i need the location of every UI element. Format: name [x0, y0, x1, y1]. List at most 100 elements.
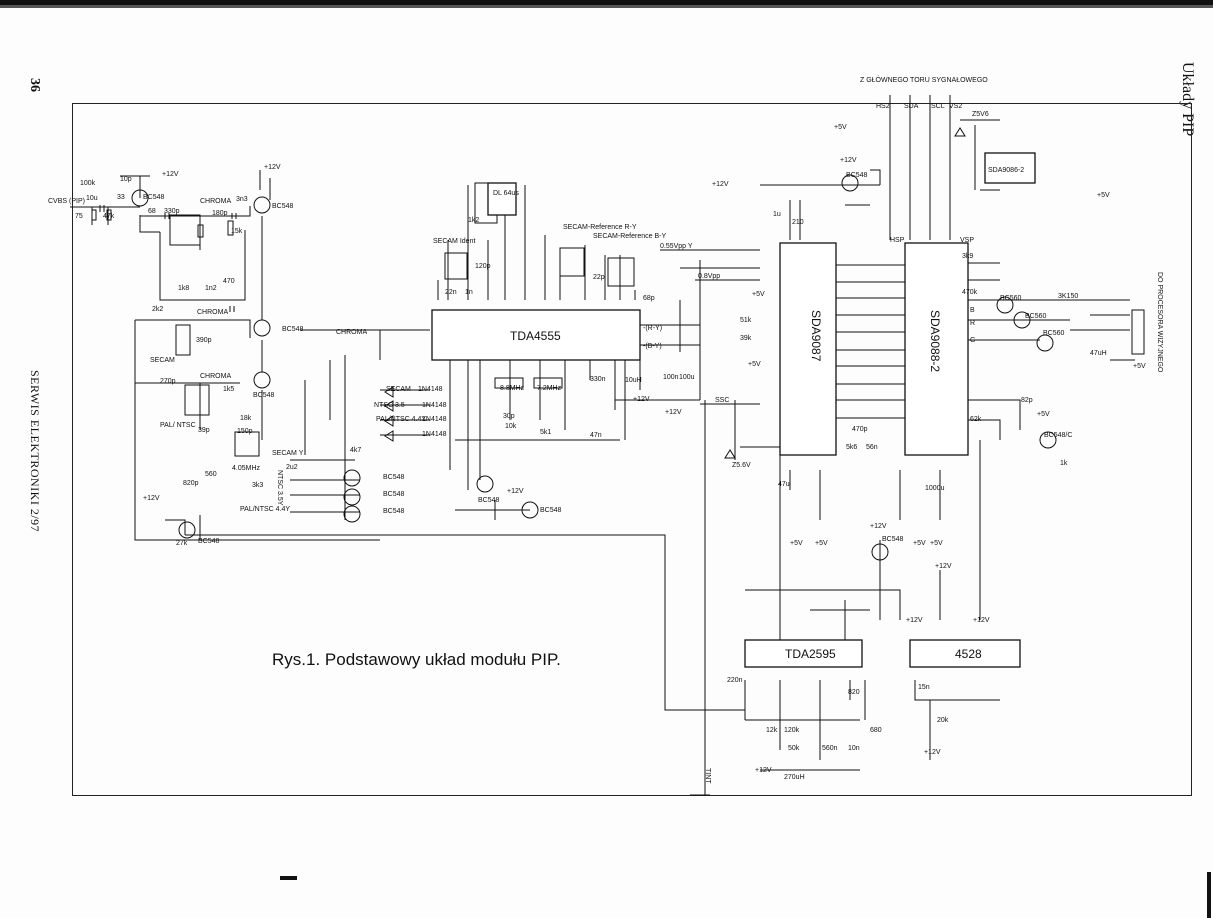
labels: CVBS (PIP) Z GŁÓWNEGO TORU SYGNAŁOWEGO D…: [48, 75, 1163, 784]
value-label: 47uH: [1090, 350, 1107, 357]
rail-label: +12V: [143, 495, 160, 502]
value-label: 5k1: [540, 429, 551, 436]
value-label: 470k: [962, 289, 978, 296]
ic-label-sda9086: SDA9086-2: [988, 167, 1024, 174]
rail-label: +12V: [665, 409, 682, 416]
wiring: [70, 95, 1145, 796]
label-sw-ntsc35: NTSC 3.5: [374, 402, 405, 409]
label-secam-ref-by: SECAM-Reference B-Y: [593, 233, 666, 240]
diode-label: 1N4148: [418, 386, 443, 393]
value-label: 62k: [970, 416, 982, 423]
transistor-label: BC560: [1000, 295, 1022, 302]
value-label: 47k: [103, 213, 115, 220]
value-label: 20k: [937, 717, 949, 724]
transistor-label: BC548: [143, 194, 165, 201]
value-label: 220n: [727, 677, 743, 684]
value-label: 47u: [778, 481, 790, 488]
label-chroma-1: CHROMA: [200, 198, 231, 205]
value-label: 75: [75, 213, 83, 220]
value-label: 15k: [231, 228, 243, 235]
label-sda: SDA: [904, 103, 919, 110]
transistor-label: BC548: [882, 536, 904, 543]
dl-label: DL 64us: [493, 190, 519, 197]
scan-mark: [280, 876, 297, 880]
value-label: 39p: [198, 427, 210, 434]
transistor-label: BC548/C: [1044, 432, 1072, 439]
label-by: -(B-Y): [643, 343, 662, 350]
label-vsp: VSP: [960, 237, 974, 244]
transistor-label: BC548: [282, 326, 304, 333]
value-label: 330n: [590, 376, 606, 383]
label-ssc: SSC: [715, 397, 729, 404]
label-ry: -(R-Y): [643, 325, 662, 332]
label-to-processor: DO PROCESORA WIZYJNEGO: [1156, 272, 1163, 373]
label-y-level: 0.55Vpp Y: [660, 243, 693, 250]
ic-sda9088: SDA9088-2: [904, 242, 969, 456]
rail-label: +5V: [752, 291, 765, 298]
label-z5v6: Z5V6: [972, 111, 989, 118]
value-label: 560n: [822, 745, 838, 752]
transistor-label: BC548: [846, 172, 868, 179]
value-label: 100k: [80, 180, 96, 187]
label-sw-secam: SECAM: [386, 386, 411, 393]
value-label: 18k: [240, 415, 252, 422]
label-secam: SECAM: [150, 357, 175, 364]
value-label: 51k: [740, 317, 752, 324]
label-sw-secamy: SECAM Y: [272, 450, 304, 457]
transistor-label: BC548: [383, 508, 405, 515]
value-label: 1n2: [205, 285, 217, 292]
value-label: 210: [792, 219, 804, 226]
scan-top-border: [0, 0, 1213, 10]
label-secam-ref-ry: SECAM-Reference R-Y: [563, 224, 637, 231]
rail-label: +12V: [712, 181, 729, 188]
value-label: 10k: [505, 423, 517, 430]
label-secam-ident: SECAM Ident: [433, 238, 475, 245]
value-label: 1u: [773, 211, 781, 218]
value-label: 39k: [740, 335, 752, 342]
label-vs2: VS2: [949, 103, 962, 110]
value-label: 100n: [663, 374, 679, 381]
label-chroma-mid: CHROMA: [336, 329, 367, 336]
value-label: 15n: [918, 684, 930, 691]
rail-label: +12V: [264, 164, 281, 171]
value-label: 820p: [183, 480, 199, 487]
rail-label: +5V: [913, 540, 926, 547]
ic-label-4528: 4528: [955, 647, 982, 661]
rail-label: +5V: [930, 540, 943, 547]
value-label: 120k: [784, 727, 800, 734]
supply-labels: +12V +12V +12V +12V +12V +12V +12V +12V …: [143, 124, 1146, 774]
diode-label: 1N4148: [422, 416, 447, 423]
value-label: 1k: [1060, 460, 1068, 467]
value-label: 1k2: [468, 217, 479, 224]
value-label: 50k: [788, 745, 800, 752]
value-label: 22n: [445, 289, 457, 296]
diode-label: 1N4148: [422, 431, 447, 438]
label-ntsc35: NTSC 3.5Y: [276, 470, 283, 506]
value-label: 1k5: [223, 386, 234, 393]
label-x405: 4.05MHz: [232, 465, 261, 472]
value-label: 270p: [160, 378, 176, 385]
value-label: 68p: [643, 295, 655, 302]
value-label: 100u: [679, 374, 695, 381]
rail-label: +12V: [507, 488, 524, 495]
value-label: 680: [870, 727, 882, 734]
label-hsp: HSP: [890, 237, 905, 244]
label-pal-ntsc: PAL/ NTSC: [160, 422, 196, 429]
rail-label: +12V: [870, 523, 887, 530]
label-input: CVBS (PIP): [48, 198, 85, 205]
value-label: 5k6: [846, 444, 857, 451]
value-label: 68: [148, 208, 156, 215]
value-label: 820: [848, 689, 860, 696]
rail-label: +5V: [1037, 411, 1050, 418]
label-chroma-2: CHROMA: [197, 309, 228, 316]
diode-labels: 1N4148 1N4148 1N4148 1N4148: [418, 386, 447, 438]
value-label: 47n: [590, 432, 602, 439]
value-label: 10n: [848, 745, 860, 752]
figure-caption: Rys.1. Podstawowy układ modułu PIP.: [272, 650, 561, 669]
value-label: 3k9: [962, 253, 973, 260]
label-sw-palntsc: PAL/NTSC 4.4Y: [376, 416, 426, 423]
value-label: 1k8: [178, 285, 189, 292]
value-label: 1000u: [925, 485, 945, 492]
